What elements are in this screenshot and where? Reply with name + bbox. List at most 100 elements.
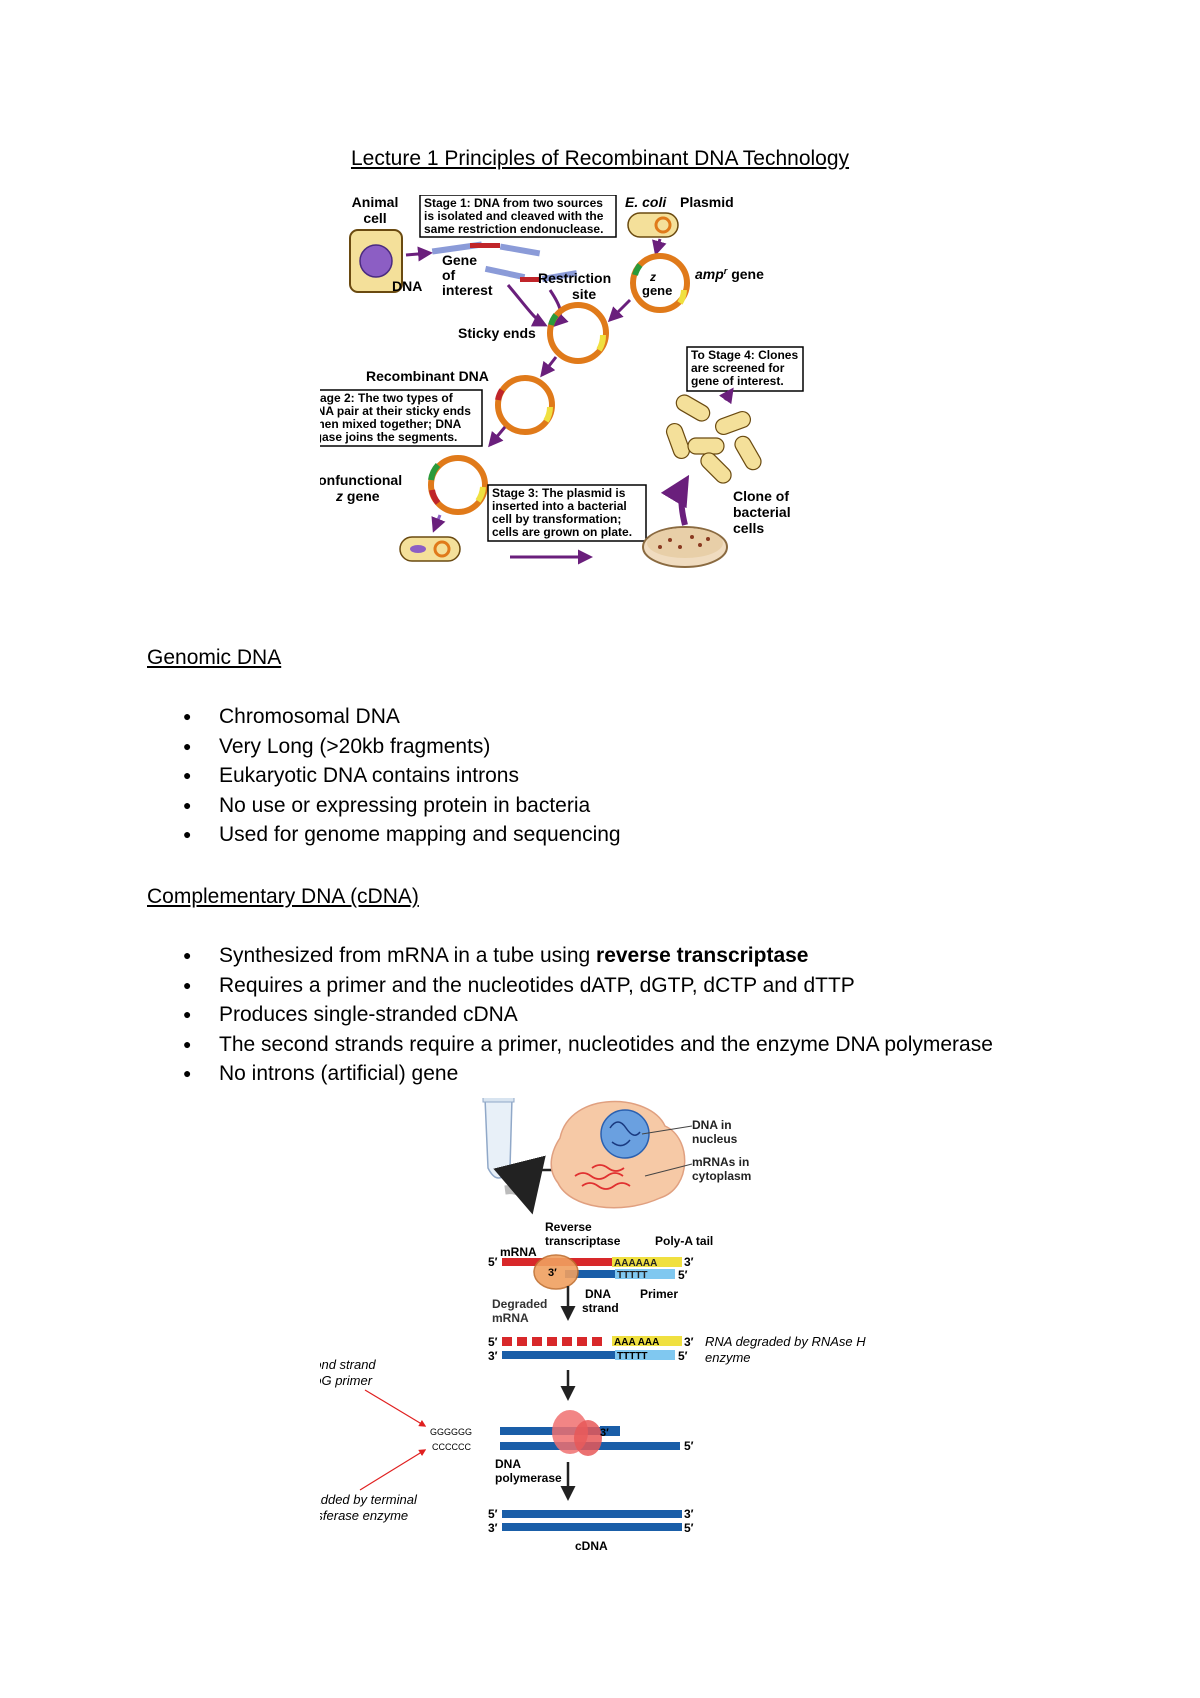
cdna-heading: Complementary DNA (cDNA) [147,885,419,908]
nonfunctional-plasmid [428,455,488,515]
strand-step2: 5′ AAA AAA 3′ 3′ TTTTT 5′ [488,1335,694,1363]
nonfunctional-z-gene-label: z gene [335,488,380,504]
primer-label: Primer [640,1287,678,1301]
dna-label: DNA [392,278,422,294]
c-tail-label: CCCCCC [432,1442,471,1452]
strand-step1: 5′ AAAAAA 3′ TTTTT 5′ 3′ [488,1254,694,1290]
bacterium-small [399,536,461,562]
petri-dish [642,526,728,568]
mrna-label: mRNA [500,1245,537,1259]
three-prime-label-7: 3′ [488,1521,498,1535]
stage1-line3: same restriction endonuclease. [424,222,603,236]
animal-cell-label-2: cell [363,210,386,226]
recombinant-plasmid [495,375,555,435]
dna-fragments [431,241,578,283]
degraded-mrna-label-2: mRNA [492,1311,529,1325]
dna-in-nucleus-label-2: nucleus [692,1132,738,1146]
three-prime-label-2: 3′ [548,1267,557,1279]
stage3-line1: Stage 3: The plasmid is [492,486,626,500]
stage3-line3: cell by transformation; [492,512,621,526]
gene-of-interest-label-3: interest [442,282,493,298]
rnase-note: RNA degraded by RNAse H [705,1334,866,1349]
z-gene-label: z [649,270,656,284]
five-prime-label: 5′ [488,1255,498,1269]
z-gene-label-2: gene [642,283,672,298]
stage1-line1: Stage 1: DNA from two sources [424,196,603,210]
three-prime-label-6: 3′ [684,1507,694,1521]
mrnas-label-2: cytoplasm [692,1169,751,1183]
list-item: Very Long (>20kb fragments) [147,732,621,762]
genomic-dna-list: Chromosomal DNA Very Long (>20kb fragmen… [147,702,621,850]
cs-added-note-2: transferase enzyme [320,1508,408,1523]
three-prime-label: 3′ [684,1255,694,1269]
clone-label: Clone of [733,488,789,504]
list-item-text: Synthesized from mRNA in a tube using [219,944,597,967]
stage4-line3: gene of interest. [691,374,784,388]
poly-a-label: AAAAAA [614,1258,657,1269]
ecoli-label: E. coli [625,195,667,210]
five-prime-label-2: 5′ [678,1268,688,1282]
stage4-line1: To Stage 4: Clones [691,348,798,362]
second-strand-note: second strand [320,1357,376,1372]
test-tube [482,1098,515,1179]
reverse-transcriptase-label: Reverse [545,1220,592,1234]
ecoli-group: E. coli Plasmid [625,195,734,256]
document-title: Lecture 1 Principles of Recombinant DNA … [350,147,850,170]
stage2-line1: Stage 2: The two types of [320,391,454,405]
recombinant-dna-label: Recombinant DNA [366,368,489,384]
cdna-list: Synthesized from mRNA in a tube using re… [147,941,993,1089]
reverse-transcriptase-label-2: transcriptase [545,1234,621,1248]
five-prime-label-7: 5′ [684,1521,694,1535]
dna-polymerase-label: DNA [495,1457,521,1471]
stage2-line4: ligase joins the segments. [320,430,457,444]
cell-shape [550,1100,686,1209]
list-item: The second strands require a primer, nuc… [147,1030,993,1060]
rnase-note-2: enzyme [705,1350,751,1365]
list-item: No introns (artificial) gene [147,1059,993,1089]
dna-strand-label: DNA [585,1287,611,1301]
second-strand-note-2: oligoG primer [320,1373,373,1388]
animal-cell-group: Animal cell DNA [349,195,422,294]
restriction-site-label: Restriction [538,270,611,286]
dna-polymerase-label-2: polymerase [495,1471,562,1485]
stage2-line2: DNA pair at their sticky ends [320,404,471,418]
poly-t-label: TTTTT [617,1270,648,1281]
dna-in-nucleus-label: DNA in [692,1118,732,1132]
poly-a-tail-label: Poly-A tail [655,1234,713,1248]
nonfunctional-label: Nonfunctional [320,472,402,488]
stage2-box: Stage 2: The two types of DNA pair at th… [320,389,483,447]
plasmid-label: Plasmid [680,195,734,210]
five-prime-label-6: 5′ [488,1507,498,1521]
cs-added-note: Cs added by terminal [320,1492,418,1507]
bacteria-cluster [665,387,762,484]
restriction-site-label-2: site [572,286,596,302]
clone-label-3: cells [733,520,764,536]
stage3-box: Stage 3: The plasmid is inserted into a … [487,484,647,542]
gene-of-interest-label-2: of [442,267,456,283]
gene-of-interest-label: Gene [442,252,477,268]
list-item: No use or expressing protein in bacteria [147,791,621,821]
list-item: Requires a primer and the nucleotides dA… [147,971,993,1001]
poly-t-label-2: TTTTT [617,1351,648,1362]
stage4-line2: are screened for [691,361,785,375]
three-prime-label-3: 3′ [684,1335,694,1349]
five-prime-label-4: 5′ [678,1349,688,1363]
list-item: Eukaryotic DNA contains introns [147,761,621,791]
stage2-line3: when mixed together; DNA [320,417,462,431]
strand-step3: GGGGGG CCCCCC 5′ 3′ [430,1410,694,1456]
amp-gene-label: ampr gene [695,266,764,282]
nucleus-shape [359,244,393,278]
mrnas-label: mRNAs in [692,1155,749,1169]
cdna-final: 5′ 3′ 3′ 5′ cDNA [488,1507,694,1553]
five-prime-label-3: 5′ [488,1335,498,1349]
list-item-bold-text: reverse transcriptase [596,944,809,967]
cdna-label: cDNA [575,1539,608,1553]
three-prime-label-4: 3′ [488,1349,498,1363]
sticky-plasmid: Sticky ends [458,302,609,364]
list-item: Chromosomal DNA [147,702,621,732]
list-item: Produces single-stranded cDNA [147,1000,993,1030]
genomic-dna-heading: Genomic DNA [147,646,282,669]
dna-strand-label-2: strand [582,1301,619,1315]
animal-cell-label: Animal [352,195,399,210]
plasmid-circle: z gene ampr gene [630,253,764,313]
